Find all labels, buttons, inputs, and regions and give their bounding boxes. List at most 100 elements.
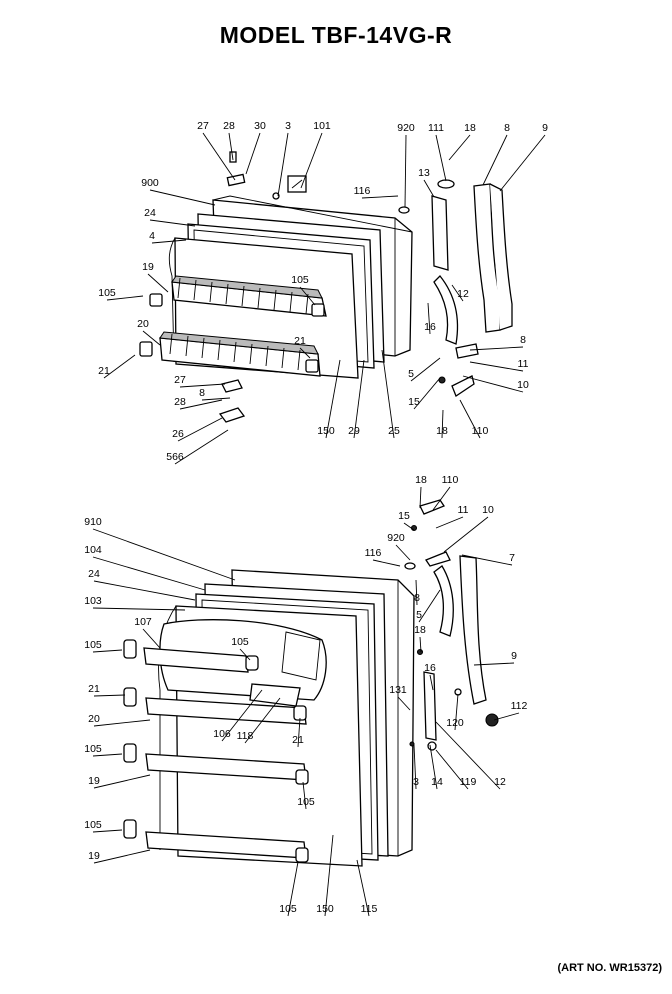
leader-line-c-150a <box>325 359 341 439</box>
callout-c-14: 14 <box>431 776 443 788</box>
callout-c-5a: 5 <box>408 368 414 380</box>
leader-line-c-21a <box>299 347 311 359</box>
leader-line-c-28a <box>228 132 234 161</box>
callout-c-8a: 8 <box>504 122 510 134</box>
leader-line-c-8c <box>201 397 231 401</box>
callout-c-105a: 105 <box>98 287 116 299</box>
callout-c-150b: 150 <box>316 903 334 915</box>
leader-line-c-21d <box>297 717 301 748</box>
leader-line-c-104 <box>92 556 206 591</box>
callout-c-10a: 10 <box>517 379 529 391</box>
callout-c-111: 111 <box>428 122 444 134</box>
leader-line-c-15b <box>403 522 415 531</box>
leader-line-c-21c <box>93 694 126 697</box>
callout-c-21a: 21 <box>294 335 306 347</box>
leader-line-c-8b <box>469 346 524 351</box>
leader-line-c-920b <box>395 544 411 561</box>
leader-line-c-103 <box>92 607 186 611</box>
leader-line-c-910 <box>92 528 236 581</box>
leader-line-c-10a <box>462 375 524 393</box>
freezer-handle-bracket <box>431 195 449 271</box>
leader-line-c-107 <box>142 628 161 649</box>
art-number: (ART NO. WR15372) <box>557 962 662 974</box>
leader-line-c-115 <box>356 859 370 917</box>
leader-line-c-566 <box>174 429 229 465</box>
callout-c-566: 566 <box>166 451 184 463</box>
fresh-food-handle <box>459 555 487 705</box>
callout-c-26: 26 <box>172 428 184 440</box>
leader-line-c-118 <box>244 697 281 744</box>
leader-line-c-9b <box>473 662 515 666</box>
leader-line-c-14 <box>429 744 438 790</box>
callout-c-19a: 19 <box>142 261 154 273</box>
leader-line-c-120 <box>454 693 459 731</box>
leader-line-c-105b <box>299 286 316 306</box>
leader-line-c-116b <box>372 559 401 567</box>
leader-line-c-11a <box>469 361 524 372</box>
callout-c-3a: 3 <box>285 120 291 132</box>
callout-c-24b: 24 <box>88 568 100 580</box>
callout-c-131: 131 <box>389 684 407 696</box>
callout-c-27a: 27 <box>197 120 209 132</box>
fresh-food-door-assembly <box>123 499 499 867</box>
callout-c-150a: 150 <box>317 425 335 437</box>
leader-line-c-24b <box>93 580 196 601</box>
leader-line-c-8d <box>415 579 418 606</box>
callout-c-15a: 15 <box>408 396 420 408</box>
leader-line-c-3a <box>277 132 289 197</box>
callout-c-105d: 105 <box>231 636 249 648</box>
callout-c-8d: 8 <box>414 592 420 604</box>
callout-c-13: 13 <box>418 167 430 179</box>
leader-line-c-111 <box>435 134 447 182</box>
leader-line-c-19c <box>93 849 151 864</box>
callout-c-24a: 24 <box>144 207 156 219</box>
callout-c-119: 119 <box>460 776 477 788</box>
leader-line-c-131 <box>397 696 411 711</box>
leader-line-c-26 <box>177 417 223 442</box>
callout-c-104: 104 <box>84 544 102 556</box>
callout-c-12a: 12 <box>457 288 469 300</box>
callout-c-18b: 18 <box>436 425 448 437</box>
callout-c-5b: 5 <box>416 609 422 621</box>
callout-c-10b: 10 <box>482 504 494 516</box>
leader-line-c-105c <box>92 649 123 653</box>
leader-line-c-18b <box>441 409 444 439</box>
callout-c-112: 112 <box>511 700 528 712</box>
leader-line-c-150b <box>324 834 334 917</box>
leader-line-c-7 <box>461 554 513 566</box>
callout-c-920b: 920 <box>387 532 405 544</box>
callout-c-11b: 11 <box>458 504 469 516</box>
callout-c-105h: 105 <box>279 903 297 915</box>
leader-line-c-106 <box>221 689 263 742</box>
callout-c-7: 7 <box>509 552 515 564</box>
fresh-food-shelf-3 <box>123 743 309 785</box>
leader-line-c-105a <box>106 295 144 301</box>
callout-c-110a: 110 <box>472 425 489 437</box>
page-title: MODEL TBF-14VG-R <box>219 22 453 48</box>
callout-c-12b: 12 <box>494 776 506 788</box>
leader-line-c-27b <box>179 383 226 388</box>
leader-line-c-18c <box>419 486 422 509</box>
fresh-food-shelf-1 <box>123 639 259 673</box>
leader-line-c-110b <box>432 486 451 511</box>
leader-line-c-28b <box>179 399 223 410</box>
freezer-lower-shelf <box>139 331 321 377</box>
callout-c-27b: 27 <box>174 374 186 386</box>
callout-c-16: 16 <box>424 321 436 333</box>
callout-c-106: 106 <box>213 728 231 740</box>
leader-line-c-27a <box>202 132 236 181</box>
leader-line-c-12b <box>435 721 501 790</box>
callout-c-120: 120 <box>446 717 464 729</box>
callout-c-105c: 105 <box>84 639 102 651</box>
leader-line-c-11b <box>435 516 464 529</box>
leader-line-c-12a <box>451 284 464 302</box>
leader-line-c-25 <box>381 349 395 439</box>
callout-c-101: 101 <box>313 120 331 132</box>
callout-c-8b: 8 <box>520 334 526 346</box>
callout-c-30: 30 <box>254 120 266 132</box>
callout-c-105e: 105 <box>84 743 102 755</box>
callout-c-28a: 28 <box>223 120 235 132</box>
leader-line-c-900 <box>149 189 216 206</box>
